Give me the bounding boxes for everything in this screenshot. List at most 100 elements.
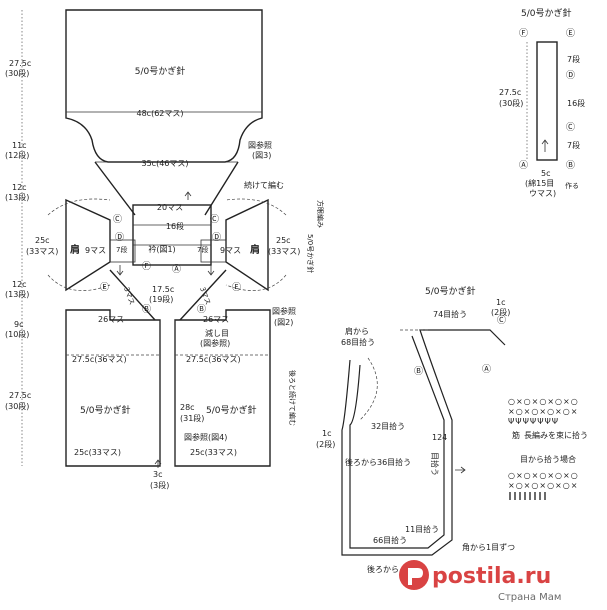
front-left-hook: 5/0号かぎ針 bbox=[80, 404, 131, 416]
strap-width: 5c bbox=[541, 169, 551, 178]
sts26-left: 26マス bbox=[98, 315, 124, 324]
edging-schematic: 5/0号かぎ針 1c (2段) 74目拾う 肩から 68目拾う Ⓒ Ⓑ Ⓐ 32… bbox=[316, 285, 515, 574]
main-body-schematic: 5/0号かぎ針 48c(62マス) 35c(46マス) 20マス 16段 衿(図… bbox=[5, 9, 325, 490]
center-dim: 28c bbox=[180, 403, 195, 412]
dim-left-h2: (33マス) bbox=[26, 247, 58, 256]
sts26-right: 26マス bbox=[203, 315, 229, 324]
dim-right-h: 25c bbox=[276, 236, 291, 245]
edge-pick124: 124 bbox=[432, 433, 447, 442]
continue-knit: 続けて編む bbox=[244, 180, 284, 190]
strap-dim: 27.5c bbox=[499, 88, 521, 97]
edge-outer-line bbox=[341, 329, 506, 556]
strap-rows7b: 7段 bbox=[567, 140, 580, 150]
center-19rows: (19段) bbox=[149, 294, 173, 304]
edge-inner-line bbox=[349, 335, 445, 549]
strap-arrow-up bbox=[541, 139, 549, 152]
stitch-legend: ○×○×○×○×○ ×○×○×○×○× ΨΨΨΨΨΨΨ 筋 長編みを束に拾う 目… bbox=[508, 397, 588, 500]
bottom-3rows: (3段) bbox=[150, 480, 169, 490]
dim-mid-h1: 11c bbox=[12, 141, 27, 150]
strap-marker-B: Ⓑ bbox=[566, 160, 575, 171]
arc-right-top bbox=[225, 198, 287, 216]
dim-low3: 27.5c bbox=[9, 391, 31, 400]
legend-note1: 長編みを束に拾う bbox=[524, 430, 588, 440]
strap-hook: 5/0号かぎ針 bbox=[521, 7, 572, 19]
watermark-logo-icon bbox=[399, 560, 429, 590]
edge-corner: 角から1目ずつ bbox=[462, 542, 515, 552]
shoulder-left-inner bbox=[109, 239, 136, 263]
strap-marker-C: Ⓒ bbox=[566, 122, 575, 133]
sts9-left: 9マス bbox=[85, 246, 106, 255]
arc-right-bottom bbox=[225, 274, 287, 291]
dim-low3b: (30段) bbox=[5, 401, 29, 411]
marker-C-right: Ⓒ bbox=[210, 214, 219, 225]
legend-row4: ○×○×○×○×○ bbox=[508, 471, 579, 480]
dim-top-h: 27.5c bbox=[9, 59, 31, 68]
dim-right-h2: (33マス) bbox=[268, 247, 300, 256]
edge-marker-C: Ⓒ bbox=[497, 315, 506, 326]
marker-E-right: Ⓔ bbox=[232, 282, 241, 293]
edge-pick66: 66目拾う bbox=[373, 535, 407, 545]
top-width-label: 48c(62マス) bbox=[137, 109, 184, 118]
legend-row3: ΨΨΨΨΨΨΨ bbox=[508, 417, 559, 426]
edge-pick68: 68目拾う bbox=[341, 337, 375, 347]
shoulder-right-inner bbox=[200, 239, 227, 263]
arc-left-top bbox=[47, 198, 111, 216]
lapel-v bbox=[109, 269, 227, 321]
front-right-hook: 5/0号かぎ針 bbox=[206, 404, 257, 416]
bottom-3c: 3c bbox=[153, 470, 163, 479]
dim-mid-h1b: (12段) bbox=[5, 150, 29, 160]
center-dim-rows: (31段) bbox=[180, 413, 204, 423]
strap-make: 作る bbox=[565, 181, 579, 190]
dec-label: 減し目 bbox=[205, 328, 229, 338]
sts36-right: 27.5c(36マス) bbox=[186, 355, 241, 364]
sts9-right: 9マス bbox=[220, 246, 241, 255]
arc-left-bottom bbox=[47, 274, 111, 291]
dim-left-h: 25c bbox=[35, 236, 50, 245]
front-left-outline bbox=[65, 309, 161, 467]
dim-mid-h2: 12c bbox=[12, 183, 27, 192]
strap-marker-E: Ⓔ bbox=[566, 28, 575, 39]
top-panel-outline bbox=[65, 9, 263, 163]
watermark-sub: Страна Мам bbox=[498, 592, 561, 603]
dim-low2: 9c bbox=[14, 320, 24, 329]
edge-pick74: 74目拾う bbox=[433, 309, 467, 319]
left-dimensions: 27.5c (30段) 11c (12段) 12c (13段) 25c (33マ… bbox=[5, 10, 58, 466]
marker-C-left: Ⓒ bbox=[113, 214, 122, 225]
strap-dim2: (30段) bbox=[499, 98, 523, 108]
sts33-left: 25c(33マス) bbox=[74, 448, 121, 457]
neck-width-label: 35c(46マス) bbox=[142, 159, 189, 168]
yoke-box bbox=[132, 204, 212, 266]
edge-back-from: 後ろから bbox=[367, 564, 399, 574]
strap-marker-A: Ⓐ bbox=[519, 160, 528, 171]
marker-D-right: Ⓓ bbox=[212, 232, 221, 243]
dim-low1: 12c bbox=[12, 280, 27, 289]
shoulder-right-label: 肩 bbox=[250, 243, 260, 256]
shoulder-right-outline bbox=[225, 198, 269, 292]
eye-knit-label: 方眼編み bbox=[316, 200, 325, 228]
hook-vertical-label: 5/0号かぎ針 bbox=[306, 234, 315, 273]
edge-marker-A: Ⓐ bbox=[482, 364, 491, 375]
sts36-left: 27.5c(36マス) bbox=[72, 355, 127, 364]
edge-armhole-dash bbox=[359, 357, 378, 421]
ref-fig4: 図参照(図4) bbox=[184, 432, 227, 442]
yoke-rows-label: 16段 bbox=[166, 221, 184, 231]
strap-schematic: 5/0号かぎ針 27.5c (30段) 7段 16段 7段 Ⓕ Ⓔ Ⓓ Ⓒ Ⓐ … bbox=[499, 7, 585, 198]
legend-row1: ○×○×○×○×○ bbox=[508, 397, 579, 406]
sts33-right: 25c(33マス) bbox=[190, 448, 237, 457]
edge-1c-left: 1c bbox=[322, 429, 332, 438]
rows7-left: 7段 bbox=[116, 245, 127, 254]
edge-pick124b: 目拾う bbox=[430, 452, 440, 476]
marker-E-left: Ⓔ bbox=[100, 282, 109, 293]
edge-pick32: 32目拾う bbox=[371, 421, 405, 431]
marker-F-left: Ⓕ bbox=[142, 261, 151, 272]
strap-width3: ウマス) bbox=[529, 189, 556, 198]
edge-hook: 5/0号かぎ針 bbox=[425, 285, 476, 297]
legend-note2: 目から拾う場合 bbox=[520, 454, 576, 464]
arrow-up-bottom bbox=[154, 459, 162, 468]
legend-row5: ×○×○×○×○× bbox=[508, 481, 578, 490]
legend-row2: ×○×○×○×○× bbox=[508, 407, 578, 416]
ref-fig2: 図参照 bbox=[272, 306, 296, 316]
collar-label: 衿(図1) bbox=[148, 244, 175, 254]
arrow-down-right bbox=[207, 265, 215, 276]
